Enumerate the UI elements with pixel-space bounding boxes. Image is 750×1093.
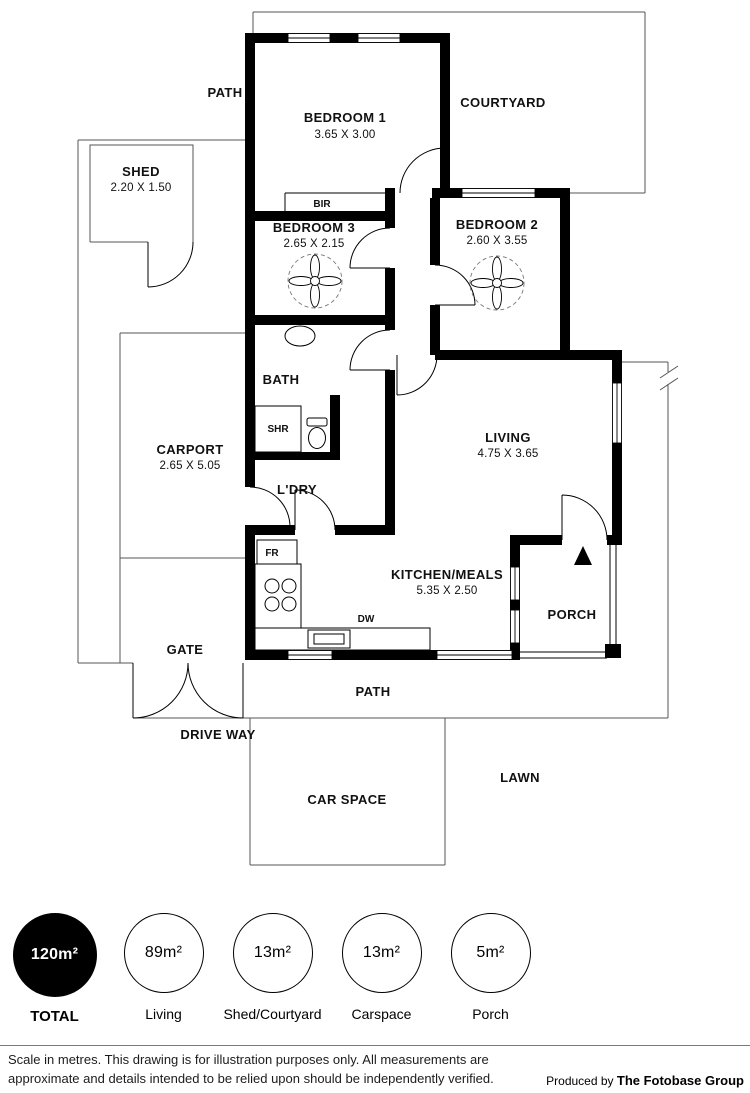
- entry-arrow-icon: [574, 546, 592, 565]
- door-swings: [132, 147, 608, 719]
- area-legend: 120m² TOTAL 89m² Living 13m² Shed/Courty…: [0, 913, 545, 1025]
- property-boundary-lines: [77, 11, 679, 866]
- kitchen-counter-bottom: [254, 627, 431, 651]
- living-area-value: 89m²: [144, 944, 183, 961]
- boundary-break-icon: [659, 365, 679, 391]
- floor-plan-svg: PATH SHED 2.20 X 1.50 BEDROOM 1 3.65 X 3…: [77, 11, 679, 866]
- fixtures: [254, 192, 621, 659]
- gate-leaf-right: [187, 662, 244, 719]
- door-living: [396, 354, 438, 396]
- solid-marks: [574, 546, 621, 658]
- door-bath: [349, 329, 391, 371]
- door-carport-ldry: [249, 486, 291, 528]
- porch-screen: [520, 545, 617, 659]
- porch-area-label: Porch: [472, 1006, 509, 1022]
- produced-by-text: Produced by: [546, 1074, 614, 1088]
- label-path-bottom: PATH: [355, 684, 390, 699]
- footer: Scale in metres. This drawing is for ill…: [0, 1045, 750, 1093]
- label-ldry: L'DRY: [277, 482, 317, 497]
- label-carport: CARPORT: [156, 442, 223, 457]
- door-shed: [147, 241, 194, 288]
- dims-bedroom3: 2.65 X 2.15: [283, 238, 344, 250]
- legend-shed-courtyard: 13m² Shed/Courtyard: [218, 913, 327, 1025]
- dims-carport: 2.65 X 5.05: [159, 460, 220, 472]
- porch-area-circle: 5m²: [450, 913, 531, 993]
- label-bir: BIR: [313, 199, 331, 210]
- producer-credit: Produced by The Fotobase Group: [546, 1073, 744, 1088]
- door-entry-porch: [561, 494, 608, 541]
- dims-bedroom2: 2.60 X 3.55: [466, 235, 527, 247]
- legend-total: 120m² TOTAL: [0, 913, 109, 1025]
- carspace-area-value: 13m²: [362, 944, 401, 961]
- ceiling-fan-icon: [469, 255, 525, 311]
- label-path-top: PATH: [207, 85, 242, 100]
- living-area-circle: 89m²: [123, 913, 204, 993]
- window-icon: [461, 188, 536, 198]
- cooktop-icon: [264, 578, 297, 612]
- window-icon: [612, 382, 622, 444]
- gate-leaf-left: [132, 662, 189, 719]
- shower: [254, 405, 302, 453]
- window-icon: [287, 650, 333, 660]
- label-fr: FR: [265, 548, 279, 559]
- label-shr: SHR: [267, 424, 289, 435]
- walls: [245, 33, 622, 660]
- basin: [284, 325, 316, 347]
- disclaimer-text: Scale in metres. This drawing is for ill…: [8, 1051, 494, 1088]
- label-dw: DW: [358, 614, 375, 625]
- legend-living: 89m² Living: [109, 913, 218, 1025]
- dims-living: 4.75 X 3.65: [477, 448, 538, 460]
- disclaimer-line1: Scale in metres. This drawing is for ill…: [8, 1052, 489, 1067]
- door-bedroom2: [434, 264, 476, 306]
- dims-shed: 2.20 X 1.50: [110, 182, 171, 194]
- label-bedroom3: BEDROOM 3: [273, 220, 355, 235]
- total-area-value: 120m²: [30, 946, 79, 963]
- label-bath: BATH: [263, 372, 300, 387]
- shed-courtyard-area-circle: 13m²: [232, 913, 313, 993]
- label-driveway: DRIVE WAY: [180, 727, 255, 742]
- door-ldry-kitchen: [294, 489, 336, 531]
- label-kitchen: KITCHEN/MEALS: [391, 567, 503, 582]
- window-icon: [357, 33, 401, 43]
- door-bedroom1: [399, 147, 446, 194]
- disclaimer-line2: approximate and details intended to be r…: [8, 1070, 494, 1086]
- legend-carspace: 13m² Carspace: [327, 913, 436, 1025]
- carspace-area-circle: 13m²: [341, 913, 422, 993]
- shed-courtyard-area-value: 13m²: [253, 944, 292, 961]
- porch-post: [605, 644, 621, 658]
- window-icon: [510, 566, 520, 601]
- label-bedroom2: BEDROOM 2: [456, 217, 538, 232]
- toilet-icon: [306, 417, 328, 449]
- windows: [287, 33, 622, 660]
- dims-bedroom1: 3.65 X 3.00: [314, 129, 375, 141]
- living-area-label: Living: [145, 1006, 182, 1022]
- window-icon: [287, 33, 331, 43]
- kitchen-counter-left: [254, 563, 302, 629]
- door-bedroom3: [349, 227, 391, 269]
- window-icon: [436, 650, 513, 660]
- total-area-label: TOTAL: [30, 1008, 79, 1025]
- carspace-area-label: Carspace: [351, 1006, 412, 1022]
- room-labels: PATH SHED 2.20 X 1.50 BEDROOM 1 3.65 X 3…: [110, 85, 596, 807]
- producer-name: The Fotobase Group: [616, 1073, 744, 1088]
- total-area-circle: 120m²: [12, 913, 97, 997]
- dims-kitchen: 5.35 X 2.50: [416, 585, 477, 597]
- label-lawn: LAWN: [500, 770, 540, 785]
- ceiling-fan-icon: [287, 253, 343, 309]
- sink-icon: [307, 629, 351, 649]
- label-carspace: CAR SPACE: [307, 792, 386, 807]
- label-gate: GATE: [167, 642, 204, 657]
- label-porch: PORCH: [548, 607, 597, 622]
- label-bedroom1: BEDROOM 1: [304, 110, 386, 125]
- label-shed: SHED: [122, 164, 160, 179]
- label-living: LIVING: [485, 430, 531, 445]
- built-in-robe: [284, 192, 395, 211]
- legend-porch: 5m² Porch: [436, 913, 545, 1025]
- label-courtyard: COURTYARD: [460, 95, 545, 110]
- porch-area-value: 5m²: [476, 944, 505, 961]
- shed-courtyard-area-label: Shed/Courtyard: [223, 1006, 322, 1022]
- window-icon: [510, 609, 520, 644]
